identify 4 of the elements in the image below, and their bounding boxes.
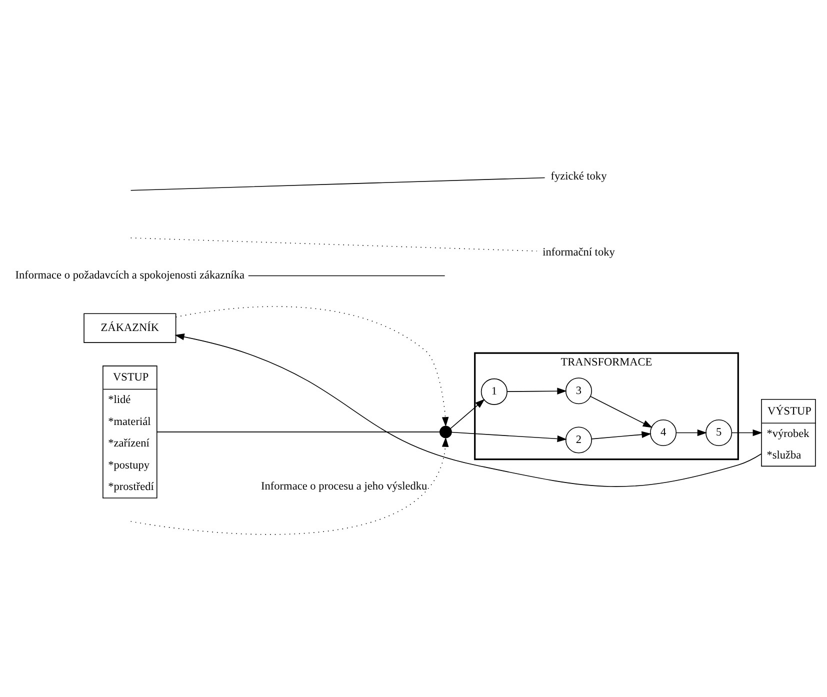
legend-label: fyzické toky xyxy=(550,170,607,183)
node-text: Informace o požadavcích a spokojenosti zákazníka xyxy=(15,270,245,282)
edge-label: Informace o procesu a jeho výsledku xyxy=(261,480,428,492)
legend-label: informační toky xyxy=(542,246,615,258)
